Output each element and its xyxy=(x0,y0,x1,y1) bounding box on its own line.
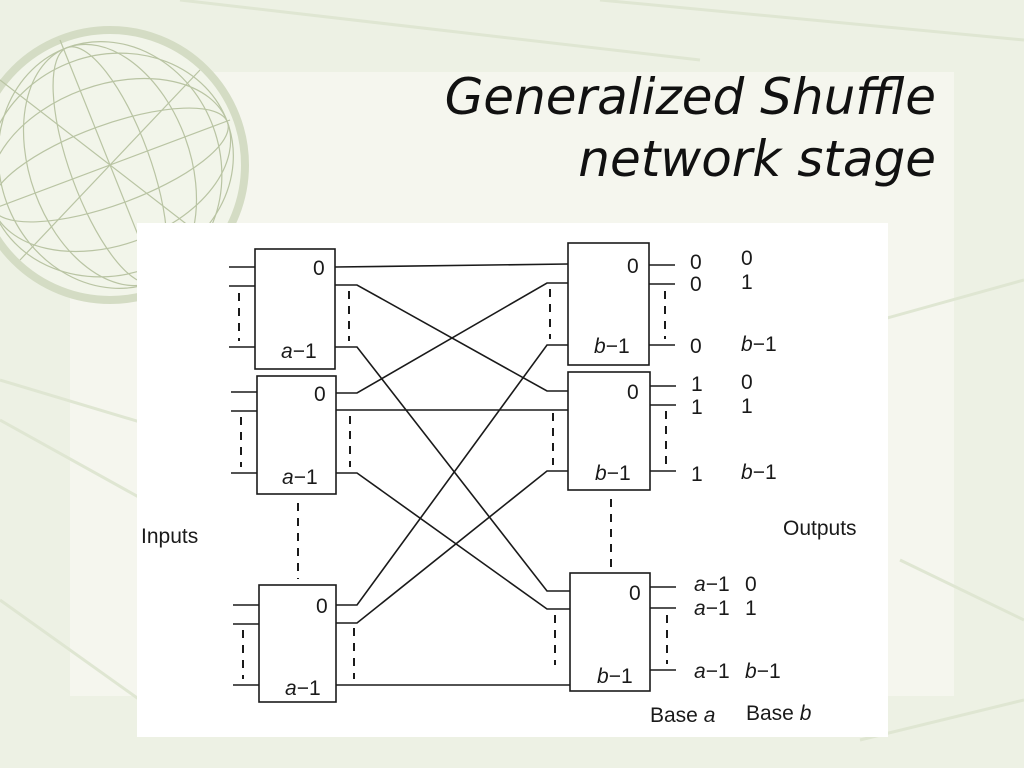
shuffle-links xyxy=(334,263,570,686)
output-label-5-base-b: b−1 xyxy=(741,461,777,484)
right-switch-1 xyxy=(567,242,650,366)
output-label-3-base-b: 0 xyxy=(741,371,753,394)
right-switch-1-bottom-port: b−1 xyxy=(594,335,630,358)
ellipsis-dashes xyxy=(238,289,668,679)
left-switch-1-bottom-port: a−1 xyxy=(281,340,317,363)
shuffle-network-diagram: 0 a−1 0 a−1 0 a−1 0 b−1 0 b−1 0 b−1 Inpu… xyxy=(141,242,857,727)
right-switch-2 xyxy=(567,371,651,491)
right-switch-2-bottom-port: b−1 xyxy=(595,462,631,485)
left-switch-2-bottom-port: a−1 xyxy=(282,466,318,489)
output-address-labels: 0 0 0 1 0 b−1 1 0 1 1 1 b−1 a−1 0 a−1 1 … xyxy=(690,247,781,683)
output-label-6-base-b: 0 xyxy=(745,573,757,596)
title-line-2: network stage xyxy=(578,130,936,188)
output-label-7-base-b: 1 xyxy=(745,597,757,620)
output-label-6-base-a: a−1 xyxy=(694,573,730,596)
right-switch-2-top-port: 0 xyxy=(627,381,639,404)
inputs-label: Inputs xyxy=(141,525,198,548)
output-label-1-base-a: 0 xyxy=(690,273,702,296)
left-switch-1-top-port: 0 xyxy=(313,257,325,280)
output-label-0-base-b: 0 xyxy=(741,247,753,270)
output-label-4-base-a: 1 xyxy=(691,396,703,419)
right-switch-3 xyxy=(569,572,651,692)
left-switch-3-bottom-port: a−1 xyxy=(285,677,321,700)
output-label-0-base-a: 0 xyxy=(690,251,702,274)
slide-title: Generalized Shuffle network stage xyxy=(445,66,936,190)
outputs-label: Outputs xyxy=(783,517,857,540)
left-switch-3-top-port: 0 xyxy=(316,595,328,618)
right-switch-3-bottom-port: b−1 xyxy=(597,665,633,688)
right-switch-3-top-port: 0 xyxy=(629,582,641,605)
input-lines xyxy=(229,266,259,686)
left-switch-3 xyxy=(258,584,337,703)
title-line-1: Generalized Shuffle xyxy=(444,68,936,126)
left-switch-1 xyxy=(254,248,336,370)
output-label-8-base-a: a−1 xyxy=(694,660,730,683)
output-label-2-base-b: b−1 xyxy=(741,333,777,356)
left-switch-2-top-port: 0 xyxy=(314,383,326,406)
output-label-5-base-a: 1 xyxy=(691,463,703,486)
right-switch-1-top-port: 0 xyxy=(627,255,639,278)
output-lines xyxy=(649,264,676,671)
output-label-1-base-b: 1 xyxy=(741,271,753,294)
output-label-7-base-a: a−1 xyxy=(694,597,730,620)
output-label-3-base-a: 1 xyxy=(691,373,703,396)
shuffle-network-figure: 0 a−1 0 a−1 0 a−1 0 b−1 0 b−1 0 b−1 Inpu… xyxy=(137,223,888,737)
output-label-8-base-b: b−1 xyxy=(745,660,781,683)
base-b-legend: Base b xyxy=(746,702,812,725)
base-a-legend: Base a xyxy=(650,704,715,727)
output-label-2-base-a: 0 xyxy=(690,335,702,358)
left-switch-2 xyxy=(256,375,337,495)
output-label-4-base-b: 1 xyxy=(741,395,753,418)
